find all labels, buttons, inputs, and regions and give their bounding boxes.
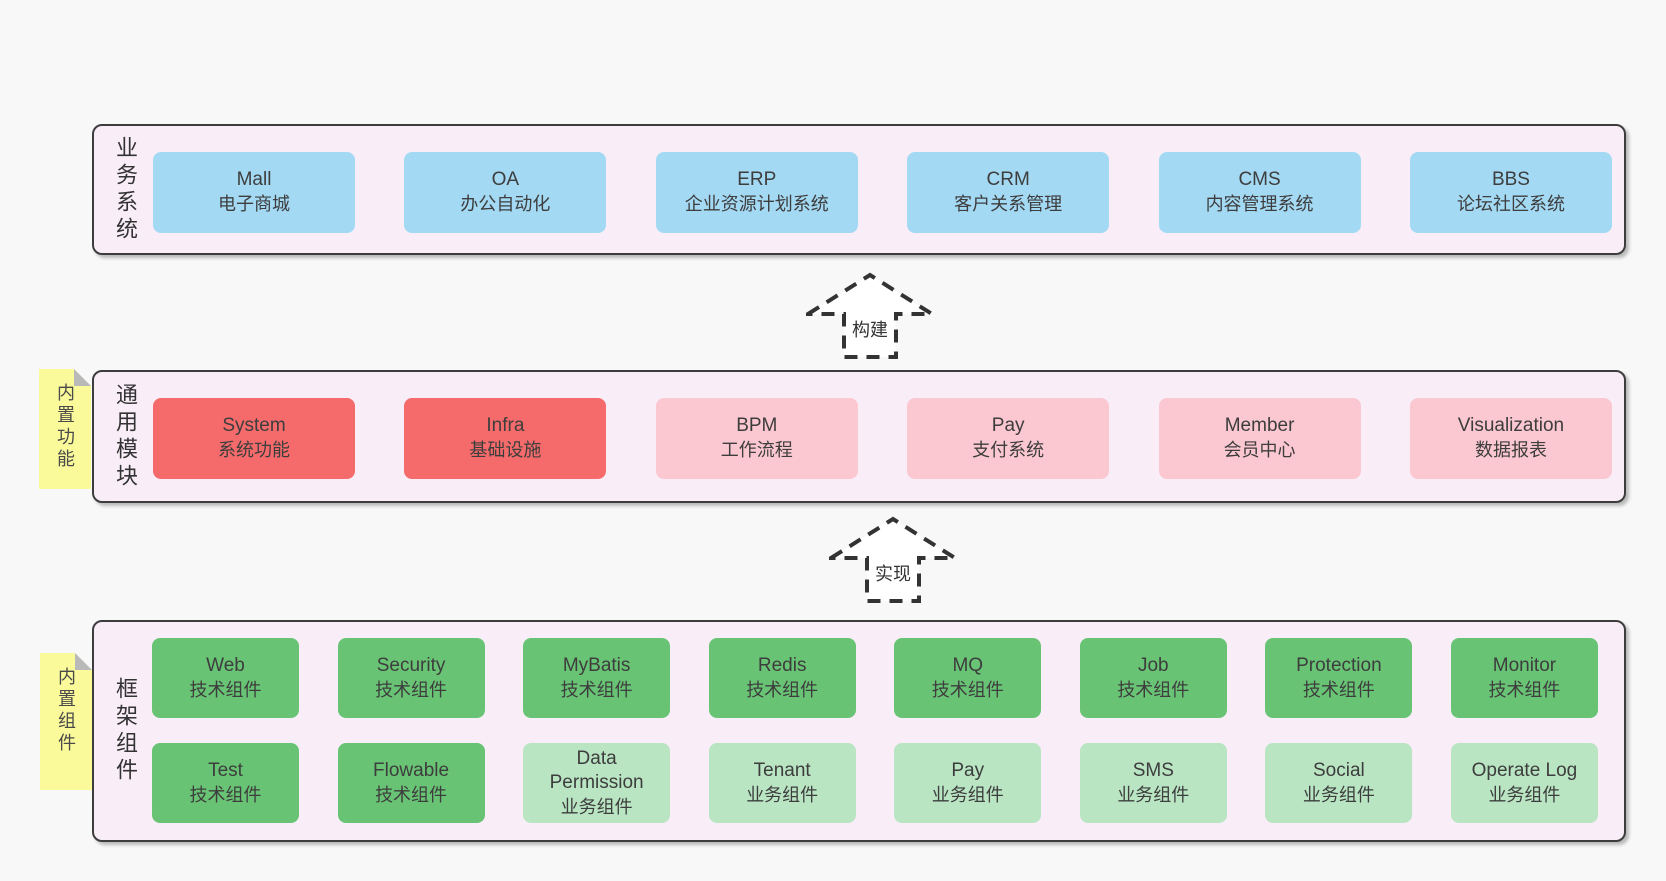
- box-title: Job: [1137, 654, 1169, 676]
- implement-arrow-label: 实现: [875, 564, 911, 584]
- box-title: BBS: [1491, 169, 1530, 191]
- box-subtitle: 技术组件: [931, 679, 1004, 700]
- box-subtitle: 业务组件: [746, 784, 819, 805]
- built-in-features-label: 内置功能: [55, 383, 75, 471]
- box-title: Pay: [991, 415, 1025, 437]
- box-title: CRM: [986, 169, 1030, 191]
- box-oa: OA 办公自动化: [404, 152, 607, 233]
- box-subtitle: 论坛社区系统: [1456, 194, 1565, 215]
- box-subtitle: 业务组件: [560, 796, 633, 817]
- box-title: Tenant: [753, 759, 811, 781]
- box-protection: Protection 技术组件: [1265, 638, 1413, 718]
- box-subtitle: 办公自动化: [460, 194, 551, 215]
- box-title: Web: [206, 654, 245, 676]
- box-job: Job 技术组件: [1079, 638, 1227, 718]
- box-subtitle: 内容管理系统: [1205, 194, 1314, 215]
- box-title: SMS: [1132, 759, 1174, 781]
- box-title: Redis: [757, 654, 807, 676]
- box-subtitle: 会员中心: [1223, 440, 1296, 461]
- box-title: MyBatis: [562, 654, 631, 676]
- box-title: System: [222, 415, 286, 437]
- box-subtitle: 技术组件: [375, 679, 448, 700]
- box-title: Operate Log: [1471, 759, 1578, 781]
- box-crm: CRM 客户关系管理: [907, 152, 1110, 233]
- box-social: Social 业务组件: [1265, 743, 1413, 823]
- box-subtitle: 业务组件: [1302, 784, 1375, 805]
- box-subtitle: 业务组件: [931, 784, 1004, 805]
- box-title: Pay: [951, 759, 985, 781]
- box-subtitle: 客户关系管理: [954, 194, 1063, 215]
- box-data-permission: Data Permission 业务组件: [523, 743, 671, 823]
- box-title: Monitor: [1492, 654, 1557, 676]
- box-subtitle: 数据报表: [1474, 440, 1547, 461]
- box-subtitle: 企业资源计划系统: [684, 194, 829, 215]
- box-title: OA: [491, 169, 520, 191]
- box-title: Test: [208, 759, 243, 781]
- box-visualization: Visualization 数据报表: [1409, 398, 1612, 479]
- box-subtitle: 系统功能: [218, 440, 290, 461]
- box-redis: Redis 技术组件: [708, 638, 856, 718]
- box-title: Data Permission: [549, 747, 644, 794]
- box-title: Security: [376, 654, 446, 676]
- build-arrow-label: 构建: [852, 320, 888, 340]
- box-title: Member: [1224, 415, 1295, 437]
- box-tenant: Tenant 业务组件: [708, 743, 856, 823]
- box-title: CMS: [1238, 169, 1281, 191]
- box-title: Protection: [1296, 654, 1382, 676]
- box-bbs: BBS 论坛社区系统: [1409, 152, 1612, 233]
- box-infra: Infra 基础设施: [404, 398, 607, 479]
- common-modules-section: 通用模块 System 系统功能 Infra 基础设施 BPM 工作流程 Pay…: [92, 370, 1626, 503]
- box-title: Infra: [486, 415, 525, 437]
- box-title: Visualization: [1457, 415, 1565, 437]
- built-in-components-label: 内置组件: [56, 667, 76, 755]
- framework-components-label: 框架组件: [113, 677, 138, 785]
- box-operate-log: Operate Log 业务组件: [1450, 743, 1598, 823]
- business-systems-section: 业务系统 Mall 电子商城 OA 办公自动化 ERP 企业资源计划系统 CRM…: [92, 124, 1626, 255]
- box-subtitle: 技术组件: [189, 679, 262, 700]
- box-bpm: BPM 工作流程: [655, 398, 858, 479]
- box-title: Flowable: [373, 759, 450, 781]
- box-system: System 系统功能: [153, 398, 355, 479]
- box-member: Member 会员中心: [1158, 398, 1361, 479]
- common-modules-label: 通用模块: [113, 382, 138, 491]
- box-title: BPM: [736, 415, 778, 437]
- box-title: ERP: [737, 169, 777, 191]
- business-systems-label: 业务系统: [113, 135, 138, 244]
- box-subtitle: 技术组件: [189, 784, 262, 805]
- box-security: Security 技术组件: [337, 638, 485, 718]
- box-subtitle: 支付系统: [972, 440, 1045, 461]
- box-title: Social: [1313, 759, 1365, 781]
- box-subtitle: 技术组件: [560, 679, 633, 700]
- box-subtitle: 基础设施: [469, 440, 542, 461]
- box-sms: SMS 业务组件: [1079, 743, 1227, 823]
- build-arrow-icon: 构建: [806, 272, 934, 360]
- box-subtitle: 工作流程: [720, 440, 793, 461]
- box-test: Test 技术组件: [152, 743, 299, 823]
- built-in-components-sticky-note: 内置组件: [40, 653, 92, 790]
- box-flowable: Flowable 技术组件: [337, 743, 485, 823]
- box-subtitle: 业务组件: [1117, 784, 1190, 805]
- box-pay: Pay 支付系统: [907, 398, 1110, 479]
- box-subtitle: 技术组件: [746, 679, 819, 700]
- box-subtitle: 业务组件: [1488, 784, 1561, 805]
- box-subtitle: 技术组件: [375, 784, 448, 805]
- implement-arrow-icon: 实现: [829, 516, 957, 604]
- box-mq: MQ 技术组件: [894, 638, 1042, 718]
- box-subtitle: 技术组件: [1302, 679, 1375, 700]
- built-in-features-sticky-note: 内置功能: [39, 369, 91, 489]
- box-pay-component: Pay 业务组件: [894, 743, 1042, 823]
- framework-components-section: 框架组件 Web 技术组件 Security 技术组件 MyBatis 技术组件…: [92, 620, 1626, 842]
- box-web: Web 技术组件: [152, 638, 299, 718]
- box-subtitle: 技术组件: [1488, 679, 1561, 700]
- box-subtitle: 技术组件: [1117, 679, 1190, 700]
- box-title: MQ: [952, 654, 984, 676]
- box-monitor: Monitor 技术组件: [1450, 638, 1598, 718]
- box-erp: ERP 企业资源计划系统: [655, 152, 858, 233]
- box-cms: CMS 内容管理系统: [1158, 152, 1361, 233]
- box-title: Mall: [236, 169, 272, 191]
- box-subtitle: 电子商城: [218, 194, 290, 215]
- box-mall: Mall 电子商城: [153, 152, 355, 233]
- box-mybatis: MyBatis 技术组件: [523, 638, 671, 718]
